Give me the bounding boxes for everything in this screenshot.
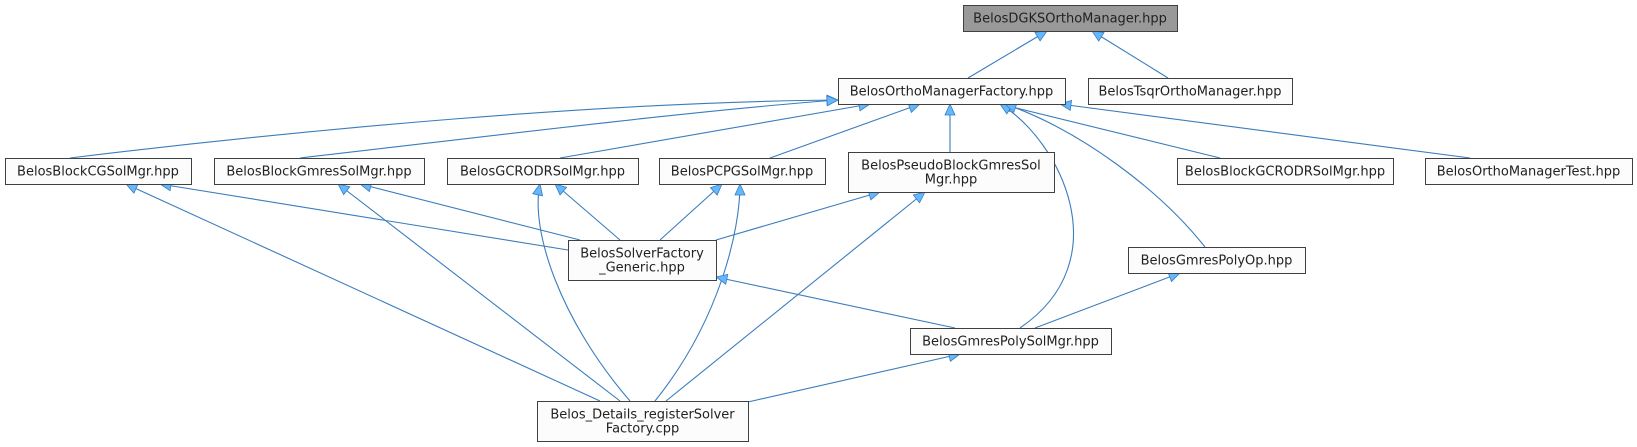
node-box: [537, 401, 749, 442]
node-label: BelosSolverFactory: [580, 247, 704, 262]
node-dgks[interactable]: BelosDGKSOrthoManager.hpp: [963, 5, 1178, 32]
edge-reg-to-bgmres: [337, 183, 621, 402]
edge-gpsm-to-gpop: [1034, 272, 1181, 329]
edge-sfg-to-gcrodr: [554, 183, 621, 241]
arrowhead-icon: [532, 183, 544, 197]
node-label: Factory.cpp: [606, 422, 679, 437]
edge-reg-to-pbgmres: [665, 191, 926, 402]
arrowhead-icon: [1034, 30, 1048, 42]
arrowhead-icon: [734, 183, 746, 196]
arrowhead-icon: [554, 183, 568, 196]
edge-gpop-to-omf: [1004, 103, 1206, 248]
edge-bgcrodr-to-omf: [999, 103, 1221, 159]
node-omf[interactable]: BelosOrthoManagerFactory.hpp: [838, 78, 1066, 105]
node-gpsm[interactable]: BelosGmresPolySolMgr.hpp: [910, 328, 1112, 355]
node-label: _Generic.hpp: [598, 261, 685, 276]
node-box: [963, 5, 1178, 32]
node-box: [568, 240, 717, 281]
edge-gpsm-to-sfg: [715, 276, 956, 329]
node-label: BelosOrthoManagerFactory.hpp: [850, 85, 1054, 100]
node-box: [1425, 158, 1633, 185]
node-gpop[interactable]: BelosGmresPolyOp.hpp: [1128, 247, 1306, 274]
node-pcpg[interactable]: BelosPCPGSolMgr.hpp: [659, 158, 826, 185]
arrowhead-icon: [826, 95, 839, 107]
node-label: BelosTsqrOrthoManager.hpp: [1099, 85, 1282, 100]
arrowhead-icon: [1091, 30, 1105, 42]
edge-tsqr-to-dgks: [1091, 30, 1169, 79]
node-label: BelosPCPGSolMgr.hpp: [671, 165, 813, 180]
node-bgcrodr[interactable]: BelosBlockGCRODRSolMgr.hpp: [1177, 158, 1394, 185]
arrowhead-icon: [125, 183, 139, 194]
node-bgmres[interactable]: BelosBlockGmresSolMgr.hpp: [214, 158, 425, 185]
edge-bgmres-to-omf: [299, 99, 839, 159]
arrowhead-icon: [709, 183, 723, 196]
node-label: BelosBlockCGSolMgr.hpp: [17, 165, 179, 180]
node-box: [838, 78, 1066, 105]
node-label: BelosBlockGCRODRSolMgr.hpp: [1185, 165, 1385, 180]
node-label: BelosGCRODRSolMgr.hpp: [460, 165, 625, 180]
edge-reg-to-pcpg: [654, 183, 741, 402]
node-box: [1128, 247, 1306, 274]
node-box: [5, 158, 192, 185]
edge-sfg-to-bcg: [159, 183, 569, 251]
node-bcg[interactable]: BelosBlockCGSolMgr.hpp: [5, 158, 192, 185]
node-label: BelosGmresPolyOp.hpp: [1141, 254, 1293, 269]
node-label: BelosBlockGmresSolMgr.hpp: [226, 165, 411, 180]
node-label: BelosGmresPolySolMgr.hpp: [922, 335, 1099, 350]
node-box: [910, 328, 1112, 355]
edge-gpsm-to-omf: [999, 103, 1074, 329]
node-sfg[interactable]: BelosSolverFactory_Generic.hpp: [568, 240, 717, 281]
node-box: [1177, 158, 1394, 185]
node-label: BelosOrthoManagerTest.hpp: [1437, 165, 1621, 180]
node-label: Mgr.hpp: [925, 173, 978, 188]
node-label: Belos_Details_registerSolver: [550, 408, 735, 423]
node-box: [659, 158, 826, 185]
edge-gcrodr-to-omf: [559, 103, 871, 159]
edge-sfg-to-bgmres: [359, 183, 581, 241]
edge-omf-to-dgks: [967, 30, 1048, 79]
edge-bcg-to-omf: [69, 99, 839, 159]
edge-reg-to-gpsm: [747, 353, 961, 403]
node-box: [447, 158, 639, 185]
edge-sfg-to-pcpg: [659, 183, 723, 241]
arrowhead-icon: [912, 191, 926, 204]
node-tsqr[interactable]: BelosTsqrOrthoManager.hpp: [1088, 78, 1293, 105]
edge-reg-to-bcg: [125, 183, 601, 402]
edge-omtest-to-omf: [1059, 103, 1471, 159]
node-label: BelosPseudoBlockGmresSol: [861, 159, 1041, 174]
node-box: [1088, 78, 1293, 105]
arrowhead-icon: [715, 273, 729, 285]
edge-sfg-to-pbgmres: [715, 191, 881, 241]
edge-pcpg-to-omf: [769, 103, 921, 159]
node-gcrodr[interactable]: BelosGCRODRSolMgr.hpp: [447, 158, 639, 185]
node-box: [214, 158, 425, 185]
arrowhead-icon: [944, 103, 956, 116]
arrowhead-icon: [337, 183, 351, 196]
node-box: [848, 152, 1055, 193]
node-label: BelosDGKSOrthoManager.hpp: [973, 12, 1167, 27]
edge-reg-to-gcrodr: [537, 183, 631, 402]
node-omtest[interactable]: BelosOrthoManagerTest.hpp: [1425, 158, 1633, 185]
